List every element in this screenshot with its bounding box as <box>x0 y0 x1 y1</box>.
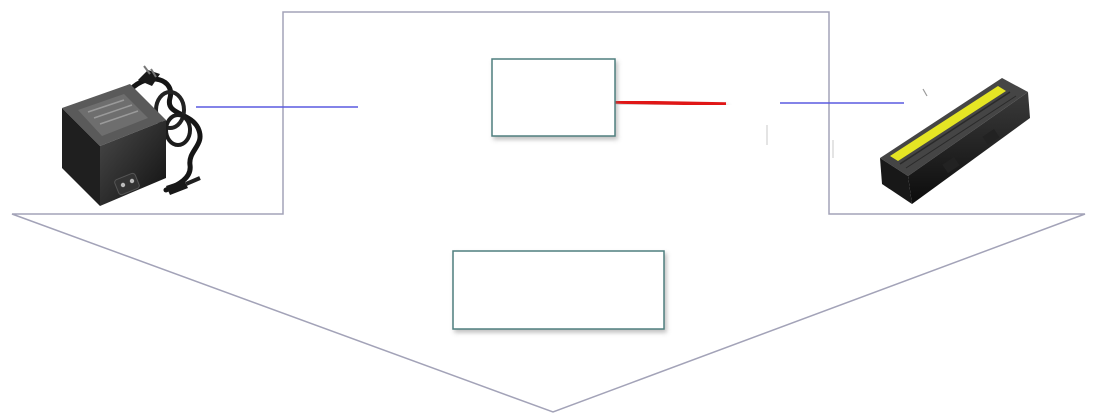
laptop-ac-adapter-icon <box>62 65 203 206</box>
tick-mark <box>922 88 928 97</box>
down-arrow-outline <box>11 11 1086 413</box>
bottom-box <box>452 250 665 330</box>
wire-right-red <box>614 100 727 106</box>
center-box <box>491 58 616 137</box>
laptop-battery-icon <box>880 78 1030 204</box>
